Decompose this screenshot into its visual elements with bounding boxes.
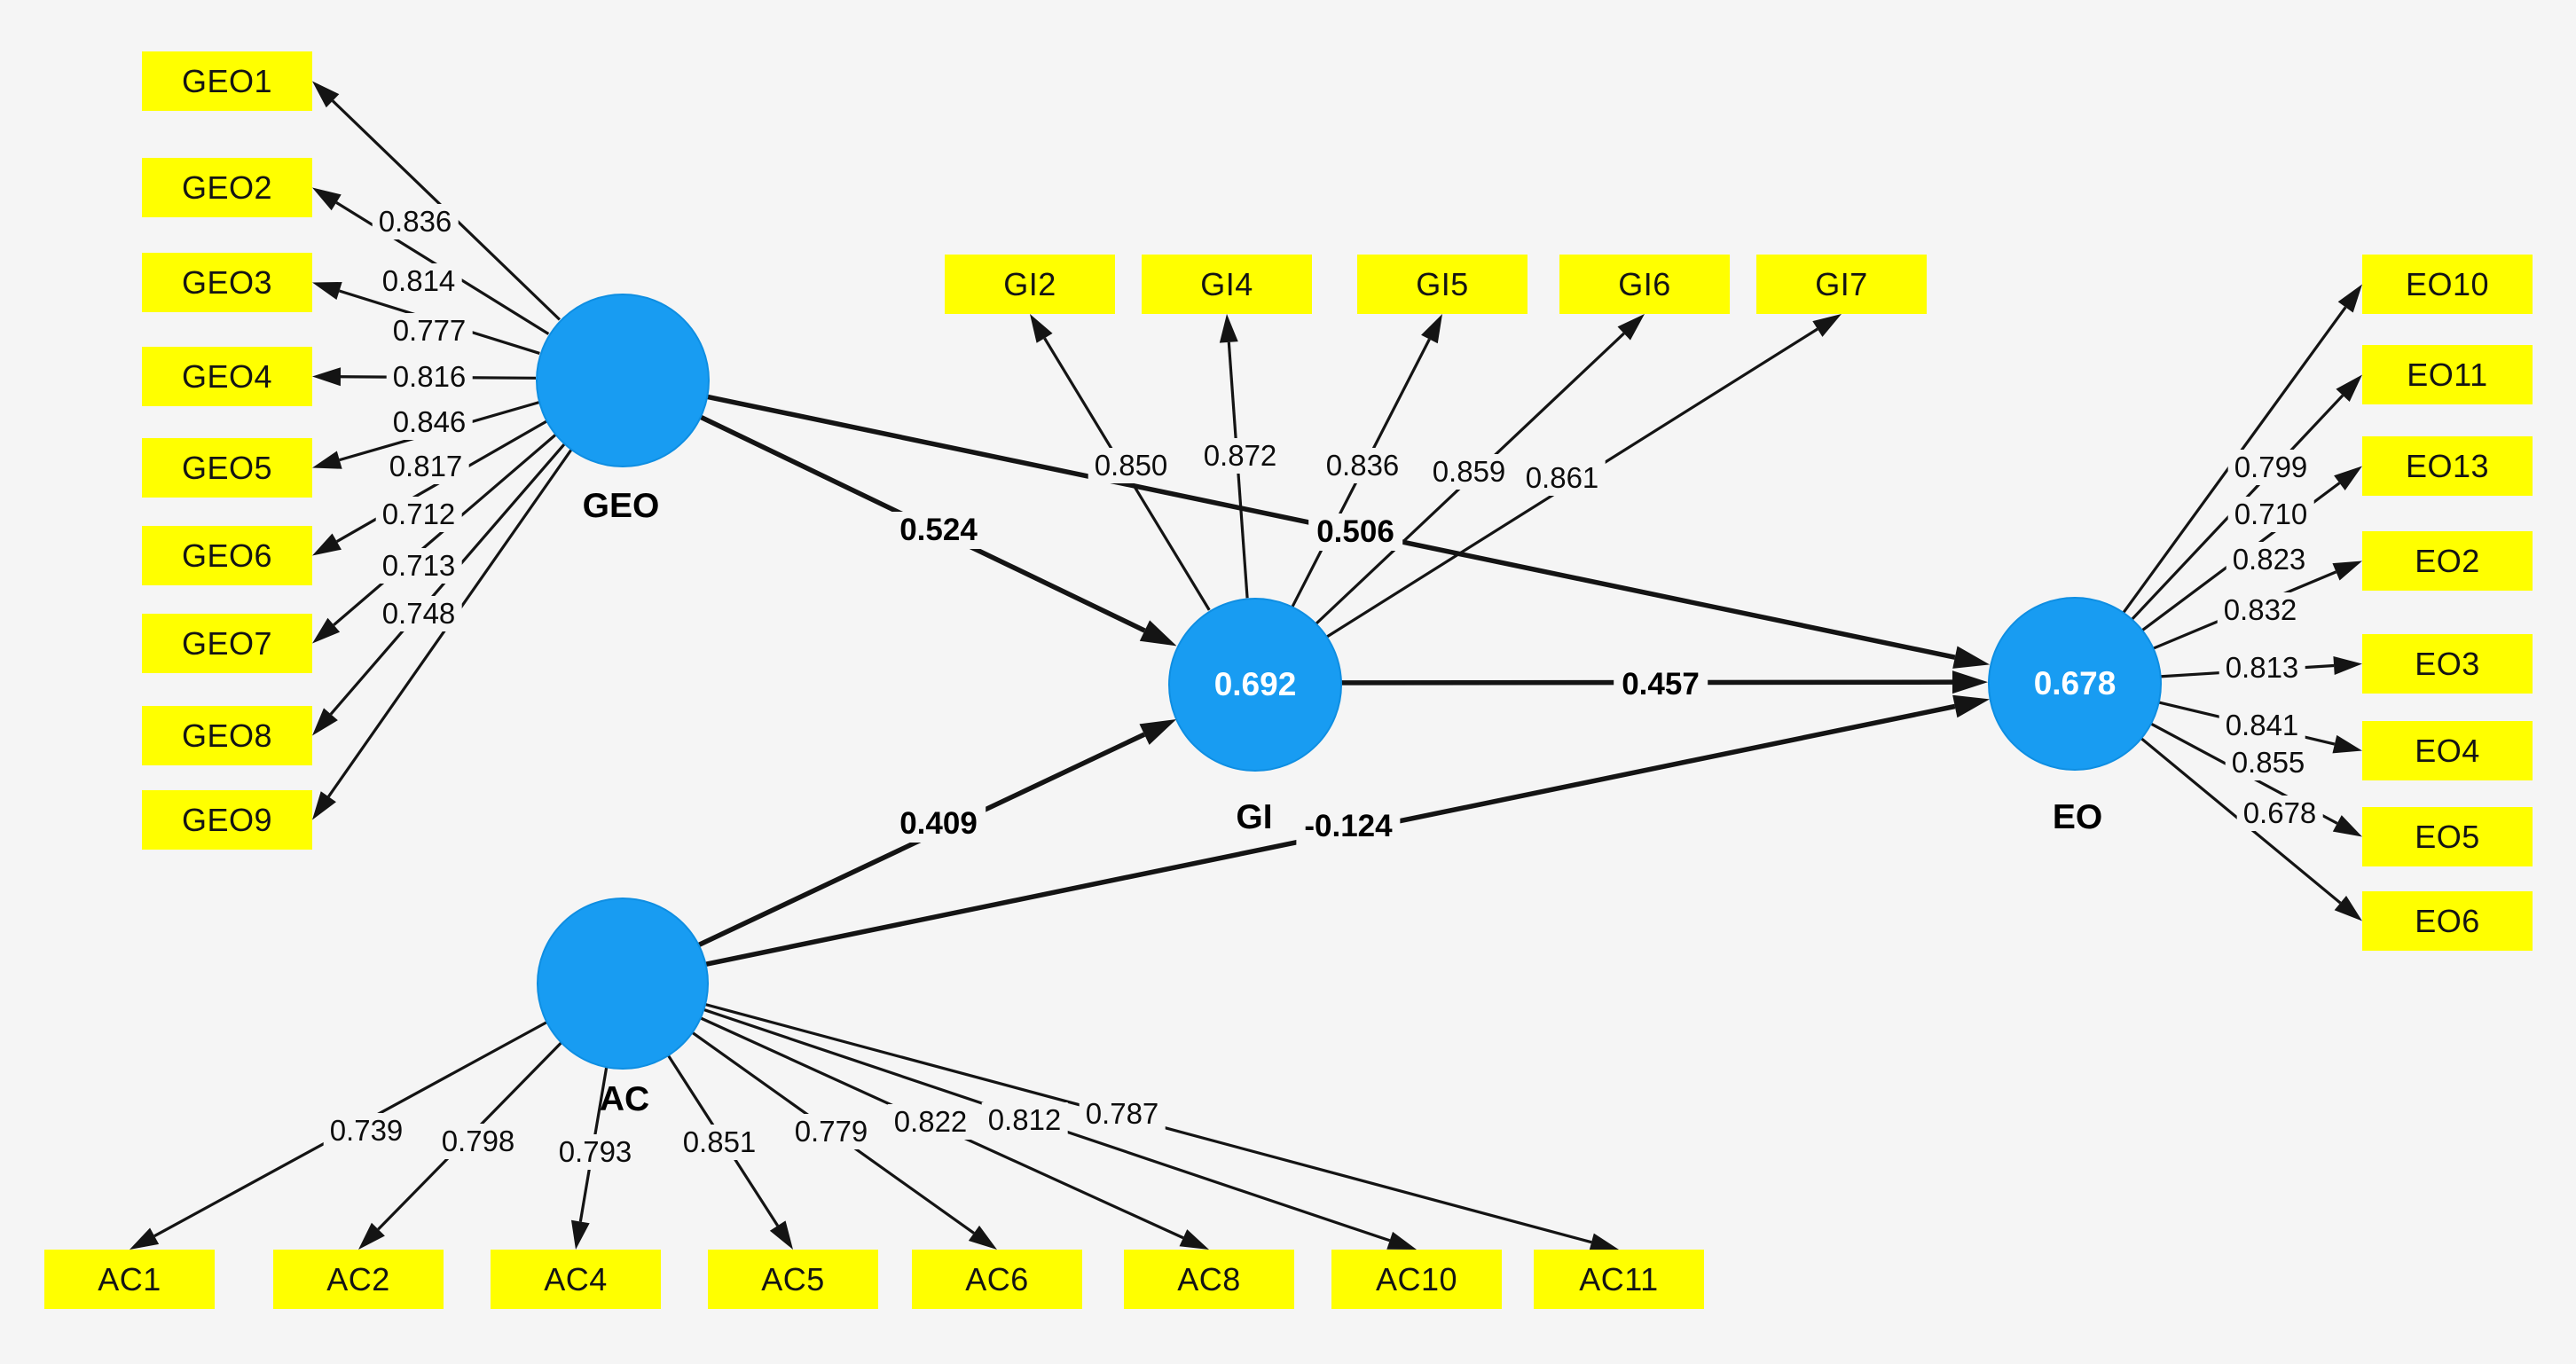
indicator-box-EO13[interactable]: EO13: [2362, 436, 2533, 496]
loading-label-GI4: 0.872: [1197, 438, 1284, 474]
loading-label-EO6: 0.678: [2236, 796, 2323, 831]
indicator-box-AC8[interactable]: AC8: [1124, 1250, 1294, 1309]
path-coefficient-GI-EO: 0.457: [1614, 666, 1708, 703]
latent-label-GI: GI: [1236, 798, 1273, 836]
loading-label-EO10: 0.799: [2227, 450, 2314, 485]
indicator-box-AC11[interactable]: AC11: [1534, 1250, 1704, 1309]
path-coefficient-AC-EO: -0.124: [1296, 808, 1401, 845]
latent-label-EO: EO: [2052, 798, 2103, 836]
indicator-box-AC5[interactable]: AC5: [708, 1250, 878, 1309]
indicator-box-GI7[interactable]: GI7: [1756, 255, 1927, 314]
loading-label-GI7: 0.861: [1519, 460, 1606, 496]
loading-label-GEO5: 0.846: [386, 404, 473, 440]
loading-label-GEO2: 0.814: [375, 263, 462, 299]
indicator-box-EO5[interactable]: EO5: [2362, 807, 2533, 866]
loading-label-EO11: 0.710: [2227, 497, 2314, 532]
latent-node-GEO[interactable]: [536, 294, 710, 467]
loading-arrow-GEO-GEO8[interactable]: [312, 442, 567, 736]
indicator-box-GEO2[interactable]: GEO2: [142, 158, 312, 217]
indicator-box-AC1[interactable]: AC1: [44, 1250, 215, 1309]
loading-label-AC5: 0.851: [676, 1125, 763, 1160]
loading-label-GEO3: 0.777: [386, 313, 473, 349]
loading-label-AC11: 0.787: [1079, 1096, 1166, 1132]
loading-label-AC1: 0.739: [323, 1113, 410, 1148]
path-coefficient-GEO-GI: 0.524: [891, 512, 986, 549]
indicator-box-GEO6[interactable]: GEO6: [142, 526, 312, 585]
indicator-box-GEO3[interactable]: GEO3: [142, 253, 312, 312]
loading-label-EO5: 0.855: [2225, 745, 2312, 780]
indicator-box-AC10[interactable]: AC10: [1331, 1250, 1502, 1309]
latent-node-AC[interactable]: [537, 898, 709, 1070]
latent-label-AC: AC: [599, 1080, 650, 1118]
loading-label-GEO1: 0.836: [372, 204, 459, 239]
loading-label-GI2: 0.850: [1088, 448, 1174, 483]
loading-label-GI5: 0.836: [1319, 448, 1406, 483]
indicator-box-GI2[interactable]: GI2: [945, 255, 1115, 314]
loading-label-GEO4: 0.816: [386, 359, 473, 395]
loading-label-AC10: 0.812: [981, 1102, 1068, 1138]
indicator-box-GEO8[interactable]: GEO8: [142, 706, 312, 765]
loading-label-EO3: 0.813: [2219, 650, 2305, 686]
loading-label-EO2: 0.832: [2217, 592, 2304, 628]
indicator-box-AC4[interactable]: AC4: [491, 1250, 661, 1309]
indicator-box-EO10[interactable]: EO10: [2362, 255, 2533, 314]
latent-node-GI[interactable]: 0.692: [1168, 598, 1342, 772]
loading-label-AC2: 0.798: [435, 1124, 522, 1159]
loading-label-AC8: 0.822: [887, 1104, 974, 1140]
loading-label-AC6: 0.779: [788, 1114, 875, 1149]
loading-label-EO4: 0.841: [2219, 708, 2305, 743]
path-coefficient-AC-GI: 0.409: [891, 805, 986, 843]
indicator-box-GI4[interactable]: GI4: [1142, 255, 1312, 314]
loading-label-GEO8: 0.713: [375, 548, 462, 584]
loading-label-GEO6: 0.817: [382, 449, 469, 484]
latent-label-GEO: GEO: [582, 487, 660, 525]
indicator-box-AC2[interactable]: AC2: [273, 1250, 444, 1309]
latent-node-EO[interactable]: 0.678: [1988, 597, 2162, 771]
loading-label-GEO9: 0.748: [375, 596, 462, 631]
indicator-box-GEO5[interactable]: GEO5: [142, 438, 312, 498]
indicator-box-EO11[interactable]: EO11: [2362, 345, 2533, 404]
indicator-box-GEO7[interactable]: GEO7: [142, 614, 312, 673]
indicator-box-EO6[interactable]: EO6: [2362, 891, 2533, 951]
indicator-box-EO4[interactable]: EO4: [2362, 721, 2533, 780]
indicator-box-GEO1[interactable]: GEO1: [142, 51, 312, 111]
indicator-box-GI6[interactable]: GI6: [1559, 255, 1730, 314]
loading-label-GEO7: 0.712: [375, 497, 462, 532]
indicator-box-GEO4[interactable]: GEO4: [142, 347, 312, 406]
indicator-box-GEO9[interactable]: GEO9: [142, 790, 312, 850]
path-coefficient-GEO-EO: 0.506: [1308, 513, 1402, 551]
loading-label-EO13: 0.823: [2226, 542, 2313, 577]
loading-label-AC4: 0.793: [552, 1134, 639, 1170]
indicator-box-AC6[interactable]: AC6: [912, 1250, 1082, 1309]
indicator-box-GI5[interactable]: GI5: [1357, 255, 1528, 314]
indicator-box-EO2[interactable]: EO2: [2362, 531, 2533, 591]
loading-label-GI6: 0.859: [1425, 454, 1512, 490]
indicator-box-EO3[interactable]: EO3: [2362, 634, 2533, 694]
